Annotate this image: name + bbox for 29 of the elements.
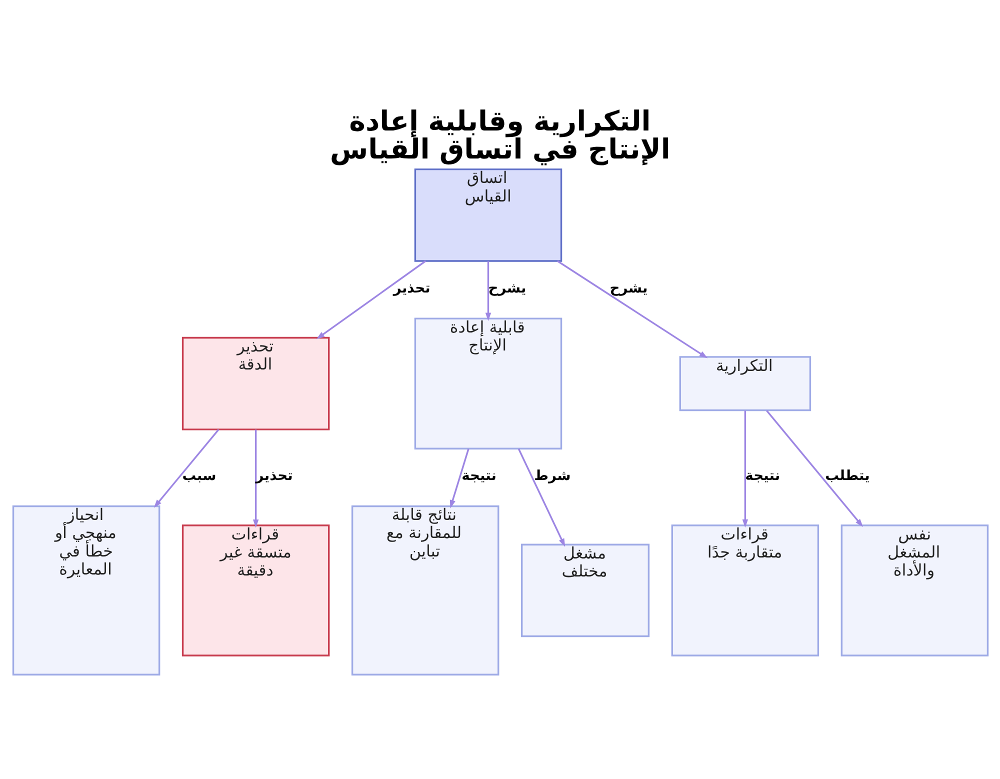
node-box: مشغل مختلف [520,543,650,637]
edge-label: يتطلب [824,467,870,484]
node-box: نتائج قابلة للمقارنة مع تباين [350,504,499,676]
node-box: نفس المشغل والأداة [840,524,988,656]
edge-label: يشرح [609,280,648,296]
arrow [449,448,469,508]
edge-label: شرط [534,467,570,484]
diagram-title: التكرارية وقابلية إعادة الإنتاج في اتساق القياس [329,104,670,165]
arrow [316,260,426,339]
arrow [766,410,863,527]
edge-label: نتيجة [744,467,780,484]
arrow [252,429,258,528]
node-box: التكرارية [678,356,811,411]
arrow [484,260,491,321]
edge-label: سبب [182,467,216,484]
node-box: تحذير الدقة [181,336,330,430]
arrow [153,428,219,508]
arrow [517,448,565,546]
arrow [556,260,708,358]
node-box: قراءات متقاربة جدًا [670,524,819,656]
node-box: قابلية إعادة الإنتاج [414,317,562,449]
arrow [742,410,748,528]
edge-label: يشرح [488,280,526,296]
node-box: قراءات متسقة غير دقيقة [181,524,330,656]
edge-label: تحذير [255,467,292,484]
edge-label: نتيجة [461,467,496,484]
edge-label: تحذير [392,280,430,296]
node-box: اتساق القياس [414,168,562,262]
node-box: انحياز منهجي أو خطأ في المعايرة [12,504,160,676]
